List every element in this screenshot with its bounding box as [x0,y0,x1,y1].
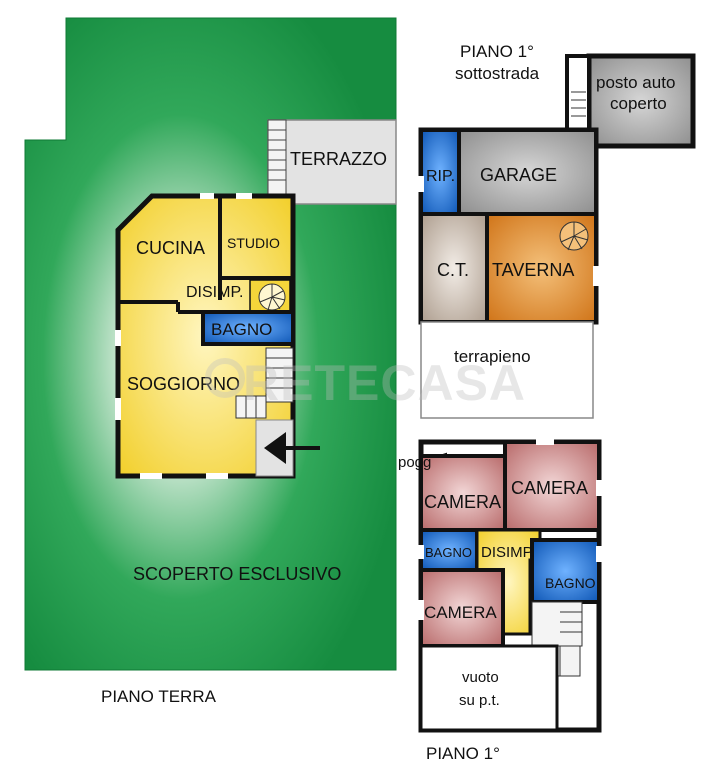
caption-basement-line2: sottostrada [455,64,540,83]
garage [457,128,598,216]
label-garden: SCOPERTO ESCLUSIVO [133,564,341,584]
inner-walls [118,196,293,314]
bath-right [530,538,601,604]
caption-basement-line1: PIANO 1° [460,42,534,61]
bath-ground [201,310,295,346]
label-garage: GARAGE [480,165,557,185]
ground-floor: TERRAZZO CUCINA STUDIO DISIMP. BAGNO SOG… [24,17,397,671]
spiral-stair-basement-icon [559,221,589,251]
label-terrazzo: TERRAZZO [290,149,387,169]
caption-ground-floor: PIANO TERRA [101,687,216,706]
label-cucina: CUCINA [136,238,205,258]
label-camera-bottom: CAMERA [424,603,497,622]
void [419,644,559,732]
covered-parking [586,53,696,149]
label-studio: STUDIO [227,235,280,251]
bedroom-left [419,454,507,532]
embankment [420,321,594,419]
label-camera-right: CAMERA [511,478,588,498]
boiler-room [419,212,489,324]
parking-ramp [565,54,591,132]
label-pogg: pogg [398,454,431,471]
label-bagno-right: BAGNO [545,575,596,591]
caption-first-floor: PIANO 1° [426,744,500,763]
entrance-stairs [235,347,294,419]
label-vuoto-2: su p.t. [459,692,500,709]
label-vuoto-1: vuoto [462,669,499,686]
first-floor: pogg CAMERA CAMERA BAGNO DISIMP. BAGNO C… [398,439,602,733]
terrace-stairs [267,119,287,197]
label-bagno-left: BAGNO [425,545,472,560]
spiral-stair-icon [249,279,291,315]
label-terrapieno: terrapieno [454,347,531,366]
label-ct: C.T. [437,260,469,280]
terrace [267,119,397,205]
label-posto-auto-2: coperto [610,94,667,113]
basement-floor: posto auto coperto RIP. GARAGE C.T. TAVE… [418,53,696,419]
windows-first-floor [418,439,602,620]
label-disimpegno-first: DISIMP. [481,544,535,561]
windows-basement [418,176,599,286]
label-posto-auto-1: posto auto [596,73,675,92]
label-bagno: BAGNO [211,320,272,339]
windows-ground [115,193,252,479]
label-camera-left: CAMERA [424,492,501,512]
label-taverna: TAVERNA [492,260,574,280]
label-rip: RIP. [426,168,455,185]
label-disimpegno: DISIMP. [186,284,244,301]
arrow-left-icon [264,432,320,464]
label-soggiorno: SOGGIORNO [127,374,240,394]
bedroom-bottom [419,568,505,648]
